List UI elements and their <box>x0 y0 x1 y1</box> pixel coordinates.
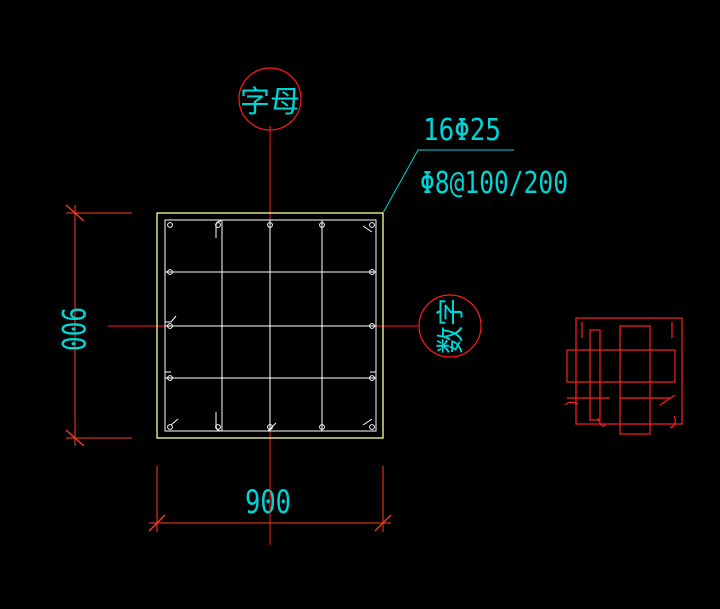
rebar-dot <box>369 424 375 430</box>
column-outline <box>156 212 384 439</box>
rebar-cage <box>164 219 377 432</box>
rebar-dot <box>167 269 173 275</box>
height-dimension-text: 900 <box>54 307 92 351</box>
right-axis-bubble <box>418 294 482 358</box>
rebar-dot <box>369 222 375 228</box>
main-rebars <box>167 222 375 430</box>
top-axis-bubble <box>238 67 302 131</box>
vertical-dimension <box>65 204 132 447</box>
rebar-dot <box>215 424 221 430</box>
label-leader <box>382 149 514 214</box>
rebar-dot <box>369 323 375 329</box>
rebar-dot <box>369 375 375 381</box>
rebar-dot <box>319 222 325 228</box>
stirrup-detail <box>564 317 683 435</box>
rebar-dot <box>319 424 325 430</box>
rebar-dot <box>167 222 173 228</box>
rebar-dot <box>267 424 273 430</box>
rebar-dot <box>267 222 273 228</box>
rebar-dot <box>167 375 173 381</box>
rebar-dot <box>167 323 173 329</box>
stirrup-label: Φ8@100/200 <box>420 166 568 201</box>
width-dimension-text: 900 <box>245 483 291 521</box>
main-bars-label: 16Φ25 <box>423 113 501 148</box>
rebar-dot <box>369 269 375 275</box>
top-axis-label: 字母 <box>240 85 300 120</box>
rebar-dot <box>215 222 221 228</box>
rebar-dot <box>167 424 173 430</box>
right-axis-label: 数字 <box>434 298 467 354</box>
